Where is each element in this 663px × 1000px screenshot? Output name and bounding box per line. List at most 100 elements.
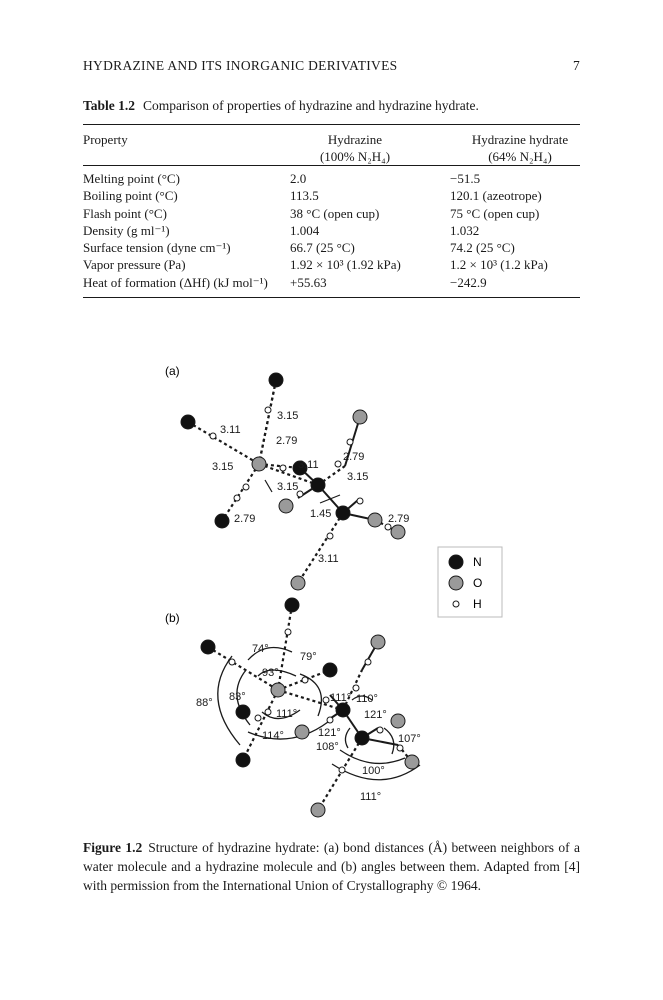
distance-label: 3.15 [347,471,368,483]
hydrogen-atom [233,494,241,502]
cell-hydrazine: 1.92 × 10³ (1.92 kPa) [290,257,401,273]
angle-label: 100° [362,765,385,777]
legend-hydrogen-label: H [473,597,482,611]
distance-label: 3.11 [318,553,339,565]
panel-b-angle-labels: 74° 79° 93° 83° 88° 111° 114° 111° 110° … [196,643,421,803]
nitrogen-atom [235,752,251,768]
hydrogen-atom [322,696,330,704]
nitrogen-atom [200,639,216,655]
legend-hydrogen-swatch [452,600,460,608]
hydrogen-atom [264,708,272,716]
angle-label: 110° [356,693,378,705]
oxygen-atom [390,713,406,729]
nitrogen-atom [354,730,370,746]
header-hydrazine-name: Hydrazine [327,132,383,147]
table-bottom-rule [83,297,580,299]
nitrogen-atom [322,662,338,678]
legend-nitrogen-swatch [448,554,464,570]
hydrogen-atom [346,438,354,446]
running-head: HYDRAZINE AND ITS INORGANIC DERIVATIVES … [83,58,580,74]
hydrogen-atom [352,684,360,692]
header-hydrazine: Hydrazine (100% N₂H₄) [290,131,420,165]
angle-label: 111° [360,791,381,803]
figure-label: Figure 1.2 [83,840,143,855]
header-hydrazine-sub: (100% N₂H₄) [319,149,391,164]
hydrogen-atom [326,532,334,540]
distance-label: 3.15 [277,481,298,493]
hydrogen-atom [301,676,309,684]
running-head-title: HYDRAZINE AND ITS INORGANIC DERIVATIVES [83,58,398,73]
oxygen-atom [310,802,326,818]
angle-label: 83° [229,691,246,703]
hydrogen-atom [284,628,292,636]
table-row: Heat of formation (ΔHf) (kJ mol⁻¹) +55.6… [83,274,580,291]
oxygen-atom [270,682,286,698]
cell-hydrate: 1.2 × 10³ (1.2 kPa) [450,257,548,273]
distance-label: 2.79 [343,451,364,463]
angle-label: 108° [316,741,339,753]
panel-b-angle-arcs [217,646,421,781]
panel-a-distance-labels: 3.15 3.11 2.79 2.79 3.15 3.11 3.15 3.15 … [212,410,409,565]
figure-caption-text: Structure of hydrazine hydrate: (a) bond… [83,840,580,893]
hydrogen-atom [228,658,236,666]
distance-label: 3.15 [212,461,233,473]
nitrogen-atom [268,372,284,388]
oxygen-atom [251,456,267,472]
distance-label: 2.79 [276,435,297,447]
distance-label: 1.45 [310,508,331,520]
hydrogen-atom [326,716,334,724]
nitrogen-atom [180,414,196,430]
hydrazine-hydrate-structure-figure: (a) (b) [165,364,503,818]
atom-legend: N O H [437,546,503,618]
hydrogen-atom [296,490,304,498]
hydrogen-atom [334,460,342,468]
cell-hydrazine: 2.0 [290,171,307,186]
hydrogen-atom [264,406,272,414]
angle-label: 88° [196,697,213,709]
nitrogen-atom [310,477,326,493]
oxygen-atom [367,512,383,528]
cell-hydrazine: 38 °C (open cup) [290,205,380,221]
cell-property: Melting point (°C) [83,171,180,186]
distance-label: 3.15 [277,410,298,422]
angle-label: 114° [262,730,284,742]
panel-b-label: (b) [165,611,180,625]
table-row: Density (g ml⁻¹) 1.004 1.032 [83,222,580,239]
header-property: Property [83,132,128,147]
angle-label: 93° [262,667,279,679]
cell-hydrate: 120.1 (azeotrope) [450,188,542,204]
distance-label: 2.79 [388,513,409,525]
nitrogen-atom [292,460,308,476]
oxygen-atom [290,575,306,591]
nitrogen-atom [335,702,351,718]
nitrogen-atom [335,505,351,521]
panel-a-label: (a) [165,364,180,378]
cell-hydrazine: 113.5 [290,188,319,204]
table-row: Surface tension (dyne cm⁻¹) 66.7 (25 °C)… [83,239,580,256]
cell-property: Vapor pressure (Pa) [83,257,186,273]
table-row: Flash point (°C) 38 °C (open cup) 75 °C … [83,205,580,222]
hydrogen-atom [209,432,217,440]
hydrogen-atom [396,744,404,752]
hydrogen-atom [364,658,372,666]
cell-hydrazine: 1.004 [290,222,320,238]
distance-label: 3.11 [298,459,319,471]
table-row: Boiling point (°C) 113.5 120.1 (azeotrop… [83,187,580,204]
angle-label: 79° [300,651,317,663]
nitrogen-atom [235,704,251,720]
angle-label: 74° [252,643,269,655]
cell-hydrate: 75 °C (open cup) [450,205,540,221]
panel-a-atoms [180,372,406,591]
angle-label: 107° [398,733,421,745]
nitrogen-atom [284,597,300,613]
hydrogen-atom [356,497,364,505]
cell-property: Boiling point (°C) [83,188,178,204]
hydrogen-atom [242,483,250,491]
oxygen-atom [278,498,294,514]
cell-hydrate: 74.2 (25 °C) [450,240,515,256]
table-header-rule [83,165,580,166]
properties-table: Melting point (°C) 2.0 −51.5 Boiling poi… [83,170,580,291]
cell-hydrate: −242.9 [450,274,487,290]
